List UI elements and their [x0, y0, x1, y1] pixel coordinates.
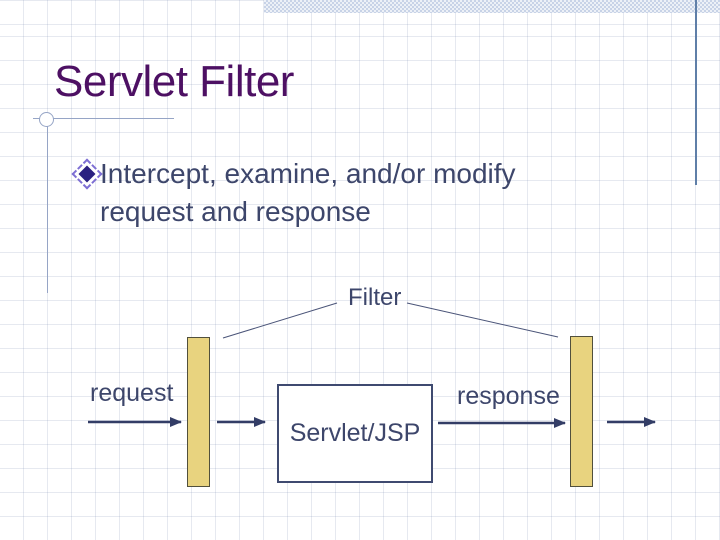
servlet-jsp-box: Servlet/JSP: [277, 384, 433, 483]
filter-bar-right: [570, 336, 593, 487]
servlet-jsp-box-label: Servlet/JSP: [289, 419, 421, 447]
bullet-text-line1: Intercept, examine, and/or modify: [100, 158, 516, 189]
title-vertical-rule: [47, 119, 48, 293]
filter-label: Filter: [348, 284, 402, 311]
circle-ornament-icon: [39, 112, 54, 127]
slide-title: Servlet Filter: [54, 57, 294, 106]
response-label: response: [457, 382, 560, 410]
top-decorative-band: [264, 0, 720, 13]
bullet-text-line2: request and response: [100, 196, 371, 227]
filter-bar-left: [187, 337, 210, 487]
request-label: request: [90, 379, 174, 407]
title-underline: [33, 118, 174, 119]
right-vertical-rule: [695, 0, 697, 185]
bullet-text: Intercept, examine, and/or modify reques…: [100, 155, 640, 231]
